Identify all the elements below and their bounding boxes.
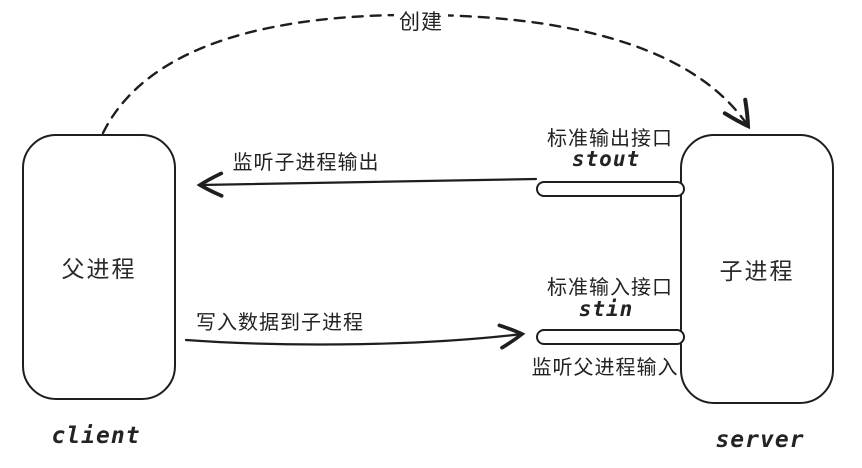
stdin-interface-label: 标准输入接口 bbox=[547, 275, 673, 299]
listen-output-arrow-label: 监听子进程输出 bbox=[232, 150, 380, 174]
listen-output-arrow-path bbox=[196, 171, 538, 198]
stdout-pipe-connector bbox=[536, 181, 685, 197]
listen-parent-input-label: 监听父进程输入 bbox=[531, 355, 679, 379]
create-arrow-label: 创建 bbox=[394, 6, 448, 36]
server-caption: server bbox=[715, 427, 805, 453]
write-data-arrow-path bbox=[184, 323, 526, 350]
stdin-pipe-connector bbox=[536, 329, 685, 345]
stdout-interface-label: 标准输出接口 bbox=[547, 126, 673, 150]
parent-process-title: 父进程 bbox=[61, 257, 137, 283]
client-caption: client bbox=[51, 423, 141, 449]
child-process-title: 子进程 bbox=[719, 259, 795, 285]
write-data-arrow-label: 写入数据到子进程 bbox=[196, 310, 364, 334]
stdout-interface-name: stout bbox=[571, 147, 641, 171]
parent-process-box: 父进程 bbox=[22, 134, 176, 400]
stdin-interface-name: stin bbox=[578, 297, 634, 321]
child-process-box: 子进程 bbox=[680, 134, 834, 404]
